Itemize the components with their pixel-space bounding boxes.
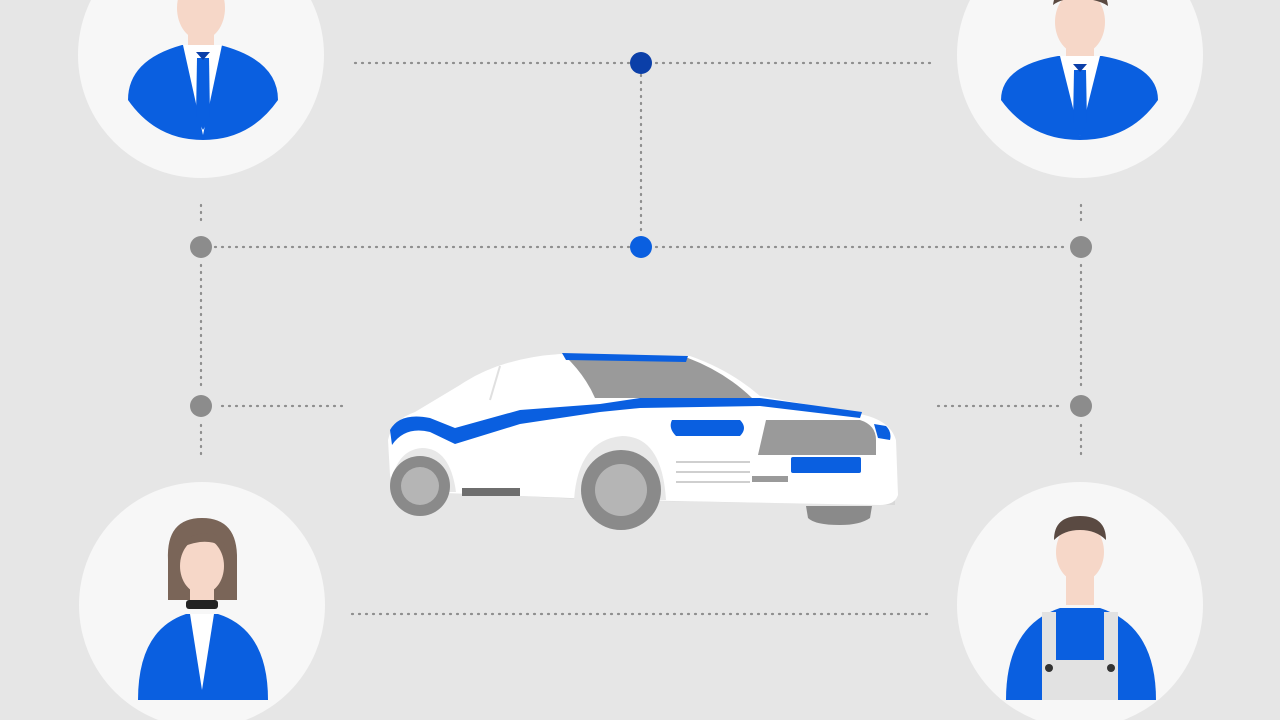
businessman-avatar-top-left	[78, 0, 324, 178]
mechanic-avatar-icon	[1006, 516, 1156, 700]
businesswoman-avatar-bottom-left	[79, 482, 325, 720]
left-car-node-gray	[190, 395, 212, 417]
businessman-avatar-top-right	[957, 0, 1203, 178]
mechanic-avatar-bottom-right	[957, 482, 1203, 720]
center-node-blue	[630, 236, 652, 258]
right-node-gray	[1070, 236, 1092, 258]
left-node-gray	[190, 236, 212, 258]
right-car-node-gray	[1070, 395, 1092, 417]
connector-lines	[199, 61, 1083, 616]
businessman-avatar-icon	[128, 0, 278, 140]
businesswoman-avatar-icon	[138, 518, 268, 700]
top-node-dark-blue	[630, 52, 652, 74]
car-icon	[388, 353, 898, 530]
businessman-avatar-icon	[1001, 0, 1158, 140]
